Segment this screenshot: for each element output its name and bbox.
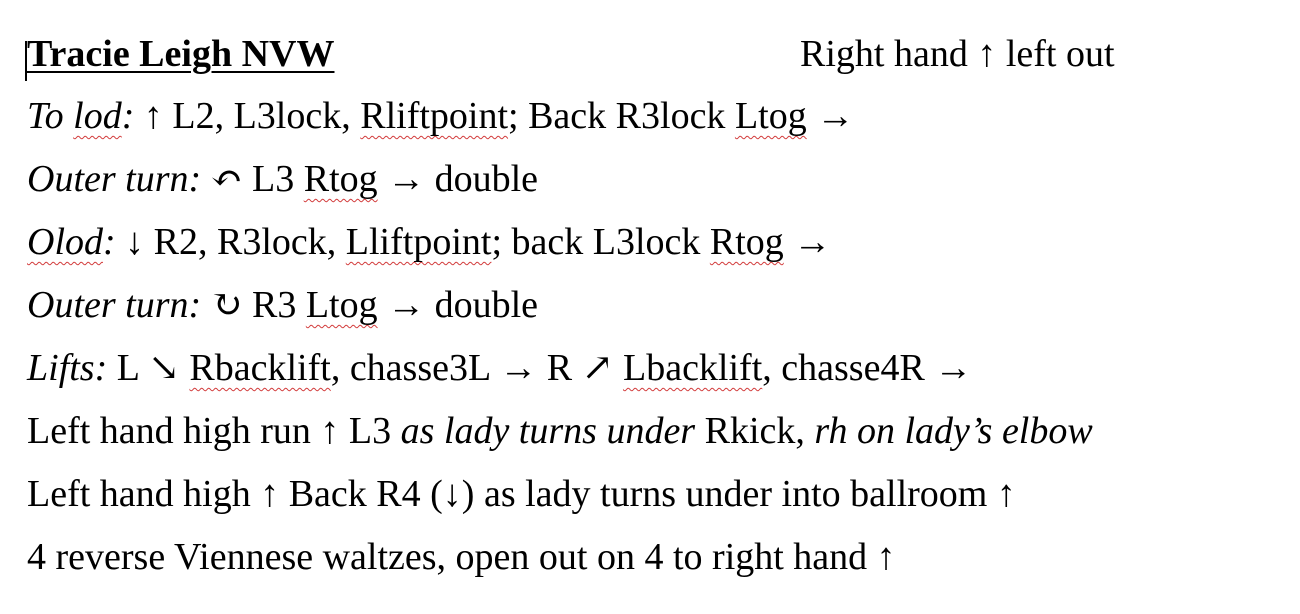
step-text: → double xyxy=(377,158,539,200)
document-page[interactable]: Tracie Leigh NVW Right hand ↑ left out T… xyxy=(25,24,1287,590)
step-line-lifts: Lifts: L ↘ Rbacklift, chasse3L → R ↗ Lba… xyxy=(27,338,1287,401)
step-text: → double xyxy=(377,284,539,326)
step-label: Olod xyxy=(27,221,103,263)
text-cursor xyxy=(25,41,27,81)
spelling-flag-word: Ltog xyxy=(305,284,378,326)
step-text: ↓ R2, R3lock, xyxy=(115,221,346,263)
step-label: Outer turn: xyxy=(27,284,202,326)
step-label: Outer turn: xyxy=(27,158,202,200)
document-title: Tracie Leigh NVW xyxy=(27,33,335,75)
step-line-to-lod: To lod: ↑ L2, L3lock, Rliftpoint; Back R… xyxy=(27,86,1287,149)
step-line-reverse-waltzes: 4 reverse Viennese waltzes, open out on … xyxy=(27,527,1287,590)
step-text: Rkick, xyxy=(695,410,815,452)
step-line-left-hand-run: Left hand high run ↑ L3 as lady turns un… xyxy=(27,401,1287,464)
step-line-outer-turn-1: Outer turn: ↶ L3 Rtog → double xyxy=(27,149,1287,212)
step-label: To lod: xyxy=(27,95,135,137)
step-line-outer-turn-2: Outer turn: ↻ R3 Ltog → double xyxy=(27,275,1287,338)
step-text: ↶ L3 xyxy=(201,158,304,200)
step-text-part: → xyxy=(806,95,855,137)
step-text: → xyxy=(783,221,832,263)
step-text: ↻ R3 xyxy=(201,284,306,326)
step-line-olod: Olod: ↓ R2, R3lock, Lliftpoint; back L3l… xyxy=(27,212,1287,275)
step-text: L ↘ xyxy=(107,347,190,389)
spelling-flag-word: Lliftpoint xyxy=(345,221,492,263)
step-text: , chasse3L → R ↗ xyxy=(330,347,623,389)
step-text: ; back L3lock xyxy=(491,221,710,263)
spelling-flag-word: Rliftpoint xyxy=(360,95,509,137)
step-label-colon: : xyxy=(103,221,116,263)
spelling-flag-label: lod xyxy=(73,95,122,137)
spelling-flag-word: Rbacklift xyxy=(189,347,331,389)
hold-note: Right hand ↑ left out xyxy=(800,33,1115,75)
step-note-italic: rh on lady’s elbow xyxy=(814,410,1093,452)
step-label: Lifts: xyxy=(27,347,108,389)
step-text: ↑ L2, L3lock, Rliftpoint; Back R3lock Lt… xyxy=(134,95,854,137)
step-text: 4 reverse Viennese waltzes, open out on … xyxy=(27,536,896,578)
spelling-flag-word: Rtog xyxy=(303,158,378,200)
title-line: Tracie Leigh NVW Right hand ↑ left out xyxy=(25,24,1287,86)
step-text: Left hand high run ↑ L3 xyxy=(27,410,401,452)
step-text-part: ; Back R3lock xyxy=(508,95,735,137)
step-text-part: ↑ L2, L3lock, xyxy=(134,95,361,137)
spelling-flag-word: Lbacklift xyxy=(622,347,763,389)
step-text: Left hand high ↑ Back R4 (↓) as lady tur… xyxy=(27,473,1016,515)
step-text: , chasse4R → xyxy=(762,347,973,389)
spelling-flag-word: Rtog xyxy=(709,221,784,263)
step-line-left-hand-back: Left hand high ↑ Back R4 (↓) as lady tur… xyxy=(27,464,1287,527)
step-note-italic: as lady turns under xyxy=(400,410,696,452)
spelling-flag-word: Ltog xyxy=(734,95,807,137)
